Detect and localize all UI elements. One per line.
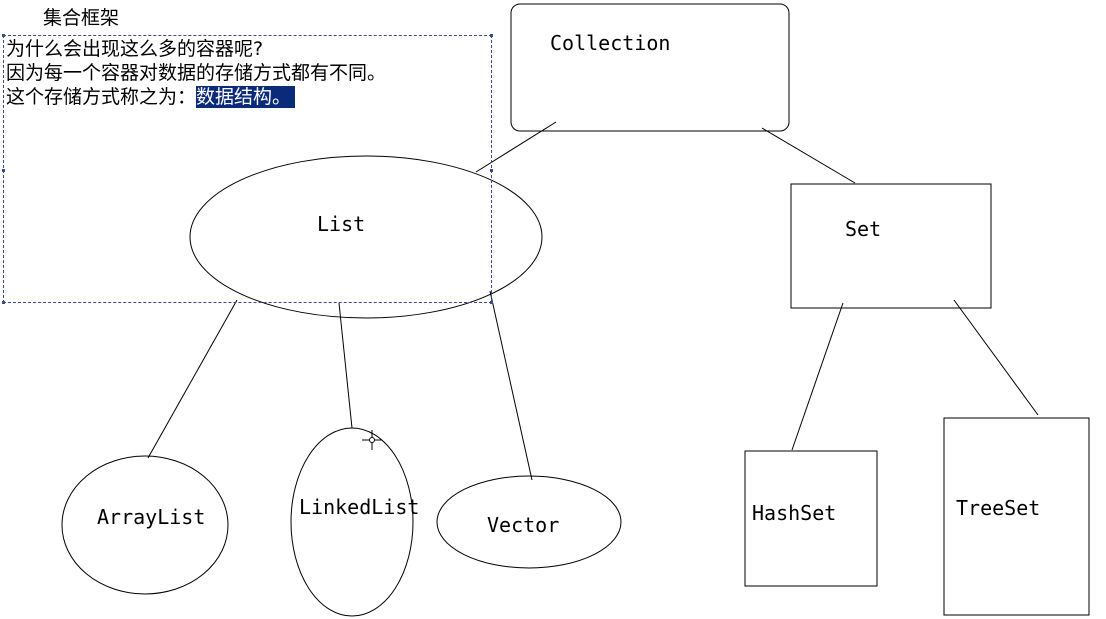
connector-list-linkedlist xyxy=(338,302,353,429)
vector-node-shape[interactable] xyxy=(436,475,622,569)
connector-collection-set xyxy=(761,127,856,184)
linkedlist-node-shape[interactable] xyxy=(290,427,414,617)
list-node-shape[interactable] xyxy=(189,155,543,319)
collection-node-shape[interactable] xyxy=(510,3,790,132)
set-node-shape[interactable] xyxy=(790,183,992,309)
connector-set-hashset xyxy=(791,302,844,451)
crosshair-cursor-icon xyxy=(362,430,382,450)
connector-set-treeset xyxy=(953,299,1039,416)
arraylist-node-shape[interactable] xyxy=(61,455,229,595)
connector-list-vector xyxy=(489,290,533,481)
treeset-node-shape[interactable] xyxy=(943,417,1090,616)
hashset-node-shape[interactable] xyxy=(744,450,878,587)
connector-list-arraylist xyxy=(147,299,238,459)
connector-collection-list xyxy=(475,121,557,173)
